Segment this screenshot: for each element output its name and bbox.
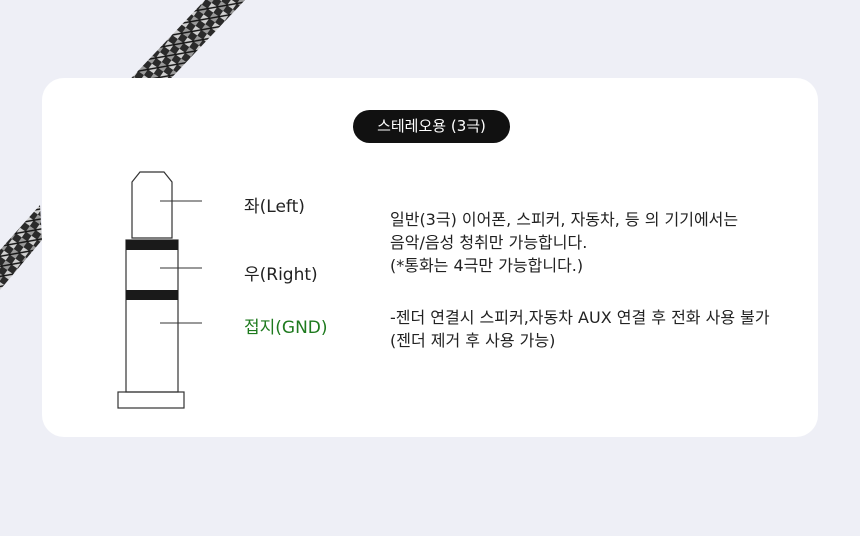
label-left-channel: 좌(Left): [244, 197, 305, 217]
jack-body: [125, 239, 179, 393]
ring-band-1: [126, 240, 178, 250]
description-gender-note: -젠더 연결시 스피커,자동차 AUX 연결 후 전화 사용 불가 (젠더 제거…: [390, 306, 810, 352]
jack-base: [117, 391, 185, 409]
label-right-channel: 우(Right): [244, 265, 318, 285]
description-line: (*통화는 4극만 가능합니다.): [390, 256, 584, 275]
description-compatibility: 일반(3극) 이어폰, 스피커, 자동차, 등 의 기기에서는 음악/음성 청취…: [390, 208, 810, 277]
info-card: 스테레오용 (3극) 좌(Left) 우(Right) 접지(GND) 일반(3…: [42, 78, 818, 437]
trs-jack-diagram: [117, 171, 202, 409]
stereo-badge: 스테레오용 (3극): [353, 110, 510, 143]
cable-photo: [0, 0, 245, 290]
jack-tip: [131, 171, 173, 239]
label-ground: 접지(GND): [244, 318, 328, 338]
description-line: 일반(3극) 이어폰, 스피커, 자동차, 등 의 기기에서는: [390, 210, 739, 229]
ring-band-2: [126, 290, 178, 300]
description-line: (젠더 제거 후 사용 가능): [390, 331, 556, 350]
description-line: -젠더 연결시 스피커,자동차 AUX 연결 후 전화 사용 불가: [390, 308, 770, 327]
description-line: 음악/음성 청취만 가능합니다.: [390, 233, 588, 252]
